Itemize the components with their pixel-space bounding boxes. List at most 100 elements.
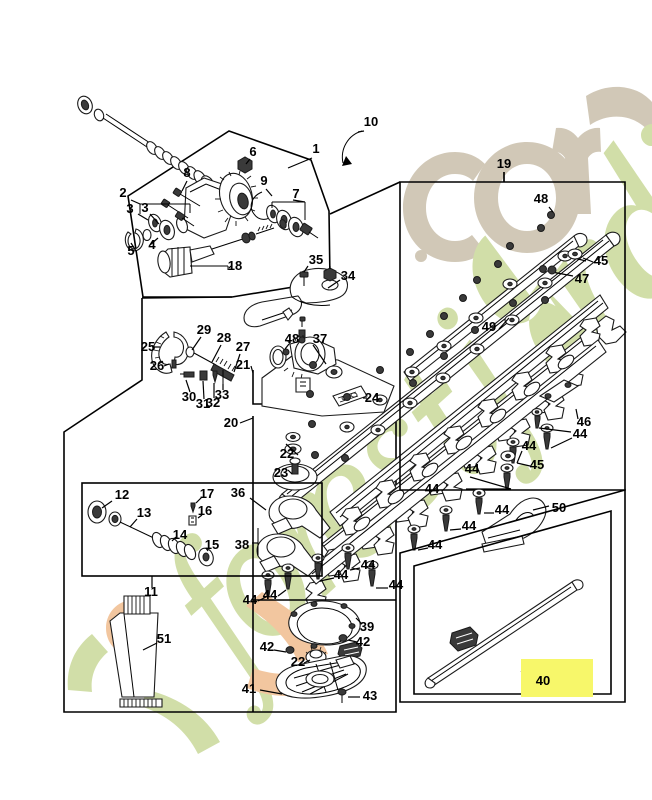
callout-39: 39 <box>360 619 374 634</box>
callout-49: 49 <box>482 319 496 334</box>
callout-37: 37 <box>313 331 327 346</box>
callout-25: 25 <box>141 339 155 354</box>
callout-44a: 44 <box>243 592 258 607</box>
callout-29: 29 <box>197 322 211 337</box>
part-blade-slots <box>353 354 575 532</box>
part-25-clamp <box>151 331 189 374</box>
callout-44j: 44 <box>465 461 480 476</box>
group-11-inset <box>81 482 323 588</box>
callout-31: 31 <box>196 396 210 411</box>
callout-44k: 44 <box>522 438 537 453</box>
callout-28: 28 <box>217 330 231 345</box>
callout-44h: 44 <box>495 502 510 517</box>
callout-45b: 45 <box>530 457 544 472</box>
callout-12: 12 <box>115 487 129 502</box>
callout-1: 1 <box>312 141 319 156</box>
part-6-nut-b <box>323 266 337 282</box>
callout-45a: 45 <box>594 253 608 268</box>
callout-9: 9 <box>260 173 267 188</box>
part-37-gearbox <box>261 335 395 417</box>
callout-27: 27 <box>236 339 250 354</box>
group-40-inner-frame <box>413 509 612 695</box>
part-43-bolt <box>337 688 360 703</box>
part-46-clamp-plate <box>538 379 580 420</box>
callout-26: 26 <box>150 358 164 373</box>
callout-7: 7 <box>292 186 299 201</box>
part-bolt-8 <box>172 187 201 207</box>
group-40-outer-frame <box>399 488 626 703</box>
callout-14: 14 <box>173 527 188 542</box>
callout-42b: 42 <box>356 634 370 649</box>
part-51-grease-tube <box>109 595 163 708</box>
part-13-rod <box>108 511 159 541</box>
part-fastener-scatter-top <box>306 206 587 462</box>
group-20-frame-top <box>141 296 233 299</box>
callout-33: 33 <box>215 387 229 402</box>
part-liner-cable <box>77 95 216 193</box>
callout-44c: 44 <box>334 567 349 582</box>
part-small-screws <box>298 316 306 338</box>
arrow-10-head <box>342 156 352 166</box>
callout-50: 50 <box>552 500 566 515</box>
group-1-drive-coupler <box>127 130 331 298</box>
part-42-screws <box>273 634 358 654</box>
arrow-10 <box>341 130 365 166</box>
callout-32: 32 <box>206 395 220 410</box>
part-41-lower-housing <box>259 655 367 703</box>
callout-24: 24 <box>365 390 380 405</box>
part-12-knob <box>87 500 113 524</box>
part-40-flexible-shaft <box>424 579 584 689</box>
callout-labels: 1 2 3 3 4 5 6 7 8 9 10 11 12 13 14 15 16… <box>115 114 608 703</box>
callout-11: 11 <box>144 584 158 599</box>
group-19-left-edge <box>329 181 401 215</box>
callout-16: 16 <box>198 503 212 518</box>
callout-8: 8 <box>183 165 190 180</box>
callout-42a: 42 <box>260 639 274 654</box>
part-15-washer <box>198 547 214 567</box>
callout-19: 19 <box>497 156 511 171</box>
group-19-frame <box>329 172 626 491</box>
callout-23: 23 <box>274 465 288 480</box>
highlight-box-40 <box>521 659 593 697</box>
part-39-gasket <box>288 600 363 649</box>
callout-5: 5 <box>127 243 134 258</box>
callout-17: 17 <box>200 486 214 501</box>
part-47-nut <box>547 265 557 275</box>
callout-46: 46 <box>577 414 591 429</box>
callout-30: 30 <box>182 389 196 404</box>
callout-48b: 48 <box>285 331 299 346</box>
part-44-45-fasteners <box>257 248 594 602</box>
part-14-spring-stack <box>151 531 197 561</box>
callout-10: 10 <box>364 114 378 129</box>
part-spring-coil <box>146 141 216 193</box>
callout-44g: 44 <box>462 518 477 533</box>
callout-43: 43 <box>363 688 377 703</box>
part-30-33-fasteners <box>180 370 224 400</box>
group-11-frame <box>81 482 323 577</box>
group-40-inset <box>399 488 626 703</box>
group-1-frame <box>127 130 331 298</box>
callout-44e: 44 <box>389 577 404 592</box>
callout-4: 4 <box>148 237 156 252</box>
callout-18: 18 <box>228 258 242 273</box>
callout-22b: 22 <box>291 654 305 669</box>
callout-44d: 44 <box>361 557 376 572</box>
part-9-clip <box>250 191 273 220</box>
callout-6a: 6 <box>249 144 256 159</box>
group-20-21-frames <box>63 296 397 713</box>
callout-44f: 44 <box>428 537 443 552</box>
callout-44i: 44 <box>425 481 440 496</box>
callout-2: 2 <box>119 185 126 200</box>
callout-35: 35 <box>309 252 323 267</box>
callout-44l: 44 <box>573 426 588 441</box>
part-34-handle <box>243 265 349 338</box>
callout-38: 38 <box>235 537 249 552</box>
callout-34: 34 <box>341 268 356 283</box>
callout-40: 40 <box>536 673 550 688</box>
callout-3b: 3 <box>141 200 148 215</box>
part-36-38-blade-plates <box>249 495 331 577</box>
callout-51: 51 <box>157 631 171 646</box>
part-washers-3-4 <box>124 211 195 252</box>
callout-22a: 22 <box>280 446 294 461</box>
